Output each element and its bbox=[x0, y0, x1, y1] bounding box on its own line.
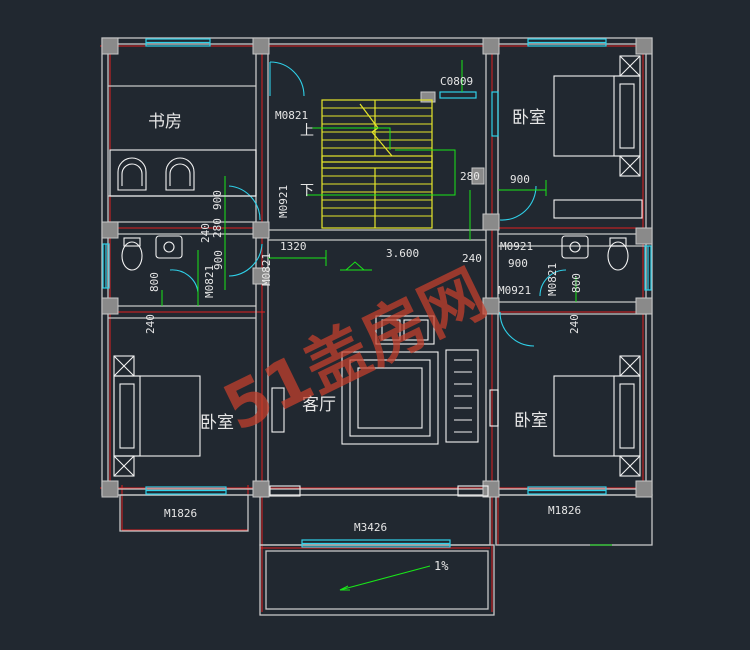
door-code-m3426: M3426 bbox=[354, 521, 387, 534]
dimension-240-left-a: 240 bbox=[199, 223, 212, 243]
slope-label: 1% bbox=[434, 559, 449, 573]
stair-up-label: 上 bbox=[300, 123, 314, 139]
dimension-280-left: 280 bbox=[211, 218, 224, 238]
room-label-bedroom-sw: 卧室 bbox=[200, 413, 234, 433]
dimension-800-left: 800 bbox=[148, 272, 161, 292]
room-label-bedroom-ne: 卧室 bbox=[512, 108, 546, 128]
staircase bbox=[321, 99, 433, 229]
room-label-study: 书房 bbox=[148, 112, 182, 132]
columns bbox=[101, 37, 653, 498]
room-label-living: 客厅 bbox=[302, 395, 336, 415]
dimension-800-right: 800 bbox=[570, 273, 583, 293]
door-swings bbox=[169, 61, 567, 347]
furniture bbox=[109, 55, 643, 497]
door-code-m1826-left: M1826 bbox=[164, 507, 197, 520]
window-code-c0809: C0809 bbox=[440, 75, 473, 88]
dimension-900-center: 900 bbox=[508, 257, 528, 270]
dimension-280: 280 bbox=[460, 170, 480, 183]
door-code-m0821-left-bath: M0821 bbox=[203, 265, 216, 298]
door-code-m0921-left: M0921 bbox=[277, 185, 290, 218]
door-code-m0821-center: M0821 bbox=[260, 253, 273, 286]
door-code-m0921-right-a: M0921 bbox=[500, 240, 533, 253]
watermark: 51盖房网 bbox=[213, 257, 498, 447]
door-code-m0821-right-bath: M0821 bbox=[546, 263, 559, 296]
dimension-900-left-a: 900 bbox=[211, 190, 224, 210]
windows bbox=[102, 38, 652, 548]
door-code-m1826-right: M1826 bbox=[548, 504, 581, 517]
dimension-900-left-b: 900 bbox=[212, 250, 225, 270]
door-code-m0921-right-b: M0921 bbox=[498, 284, 531, 297]
elevation-3600: 3.600 bbox=[386, 247, 419, 260]
stair-arrows bbox=[306, 127, 456, 196]
room-label-bedroom-se: 卧室 bbox=[514, 411, 548, 431]
dimension-240-right: 240 bbox=[568, 314, 581, 334]
door-code-m0821-top: M0821 bbox=[275, 109, 308, 122]
dimension-900-right: 900 bbox=[510, 173, 530, 186]
dimension-1320: 1320 bbox=[280, 240, 307, 253]
dimension-lines bbox=[161, 60, 612, 591]
dimension-240-left-b: 240 bbox=[144, 314, 157, 334]
dimension-240-center: 240 bbox=[462, 252, 482, 265]
stair-down-label: 下 bbox=[300, 183, 314, 199]
